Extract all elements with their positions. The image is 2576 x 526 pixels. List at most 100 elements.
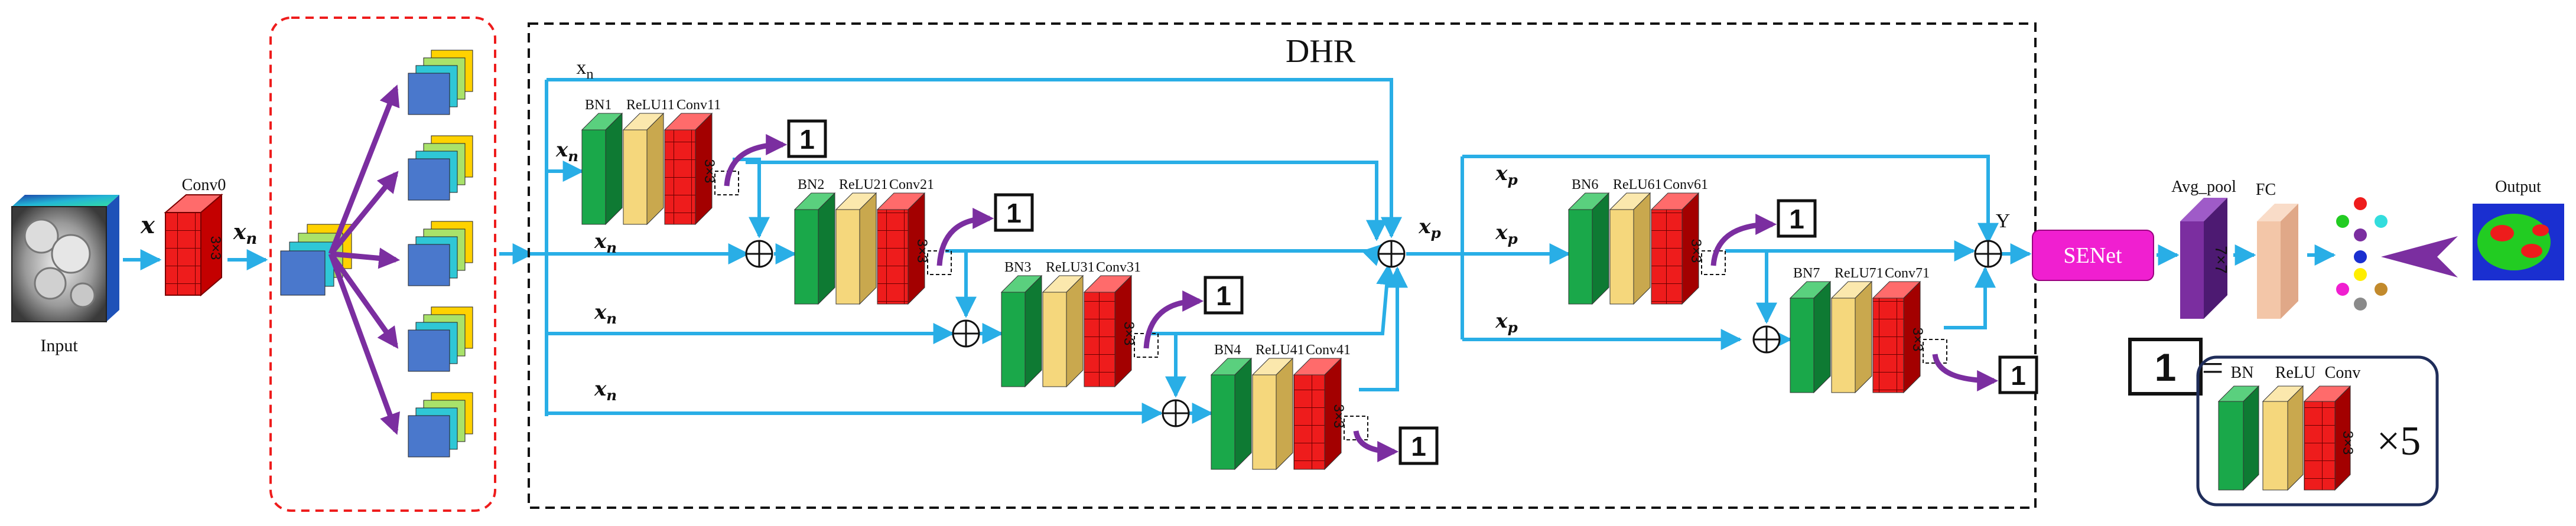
- sum-node: [1974, 240, 2002, 268]
- xn-label-1: xn: [555, 138, 578, 165]
- bn-layer: [581, 112, 623, 226]
- senet-label: SENet: [2063, 243, 2122, 268]
- legend-times-label: ×5: [2377, 419, 2421, 464]
- sum-node: [1162, 399, 1190, 427]
- conv0-label: Conv0: [182, 176, 226, 194]
- purple-arrow: [1932, 354, 1999, 391]
- unit-box-label: 1: [1216, 280, 1231, 311]
- conv-label: Conv31: [1096, 260, 1141, 275]
- purple-arrow: [1143, 290, 1204, 349]
- conv-layer: 3×3: [663, 112, 717, 226]
- conv-layer: 3×3: [1083, 275, 1137, 388]
- legend-frame: [2196, 355, 2439, 507]
- kernel-label: 3×3: [1910, 328, 1926, 352]
- kernel-label: 3×3: [701, 159, 717, 184]
- purple-arrow: [1353, 430, 1399, 462]
- feature-stacks: [328, 50, 473, 458]
- relu-label: ReLU61: [1613, 177, 1662, 192]
- avgpool-block: 7×7: [2180, 198, 2230, 319]
- tap-box: [1701, 250, 1726, 275]
- relu-label: ReLU41: [1256, 342, 1305, 358]
- senet-box: [2032, 230, 2154, 281]
- relu-layer: [1042, 275, 1084, 388]
- conv-label: Conv21: [889, 177, 934, 192]
- relu-label: ReLU11: [626, 97, 675, 113]
- fc-block: [2257, 204, 2298, 319]
- sum-node: [745, 240, 773, 268]
- relu-label: ReLU71: [1835, 266, 1884, 281]
- bn-layer: [1000, 275, 1043, 388]
- legend-equals: =: [2201, 347, 2223, 390]
- fc-label: FC: [2256, 181, 2276, 199]
- legend-bn-label: BN: [2231, 364, 2254, 382]
- relu-layer: [622, 112, 665, 226]
- bn-label: BN3: [1004, 260, 1031, 275]
- tap-box: [714, 171, 739, 195]
- feature-stack: [408, 392, 473, 458]
- feature-stack: [408, 135, 473, 201]
- kernel-label: 3×3: [1331, 404, 1346, 429]
- xp-label-2: xp: [1495, 221, 1517, 247]
- xn-label-top: xn: [576, 57, 593, 82]
- avgpool-kernel-label: 7×7: [2212, 246, 2230, 274]
- legend-key-label: 1: [2155, 345, 2177, 389]
- legend-bn-layer: [2217, 385, 2260, 491]
- output-map: [2473, 204, 2564, 280]
- legend-kernel-label: 3×3: [2340, 431, 2356, 455]
- unit-box-label: 1: [1789, 204, 1804, 234]
- split-arrow: [328, 253, 400, 435]
- legend: 1 = BN ReLU Conv ×5: [2128, 338, 2439, 507]
- feature-stack: [408, 50, 473, 115]
- bn-label: BN7: [1793, 266, 1820, 281]
- kernel-label: 3×3: [1688, 239, 1704, 263]
- bn-layer: [793, 192, 836, 305]
- xn-label-3: xn: [594, 300, 617, 327]
- dhr-title: DHR: [1286, 33, 1356, 70]
- xp-label-sum: xp: [1418, 215, 1440, 241]
- relu-layer: [1251, 357, 1294, 471]
- y-label: Y: [1996, 210, 2011, 232]
- arrow-classes-to-output: [2381, 236, 2458, 277]
- split-arrow: [328, 84, 400, 255]
- feature-group-box: [269, 17, 496, 512]
- class-dots: [2336, 197, 2388, 311]
- relu-label: ReLU21: [839, 177, 888, 192]
- unit-box-label: 1: [799, 124, 815, 155]
- purple-arrow: [724, 134, 788, 187]
- purple-arrow: [936, 208, 994, 266]
- legend-conv-layer: 3×3: [2303, 385, 2356, 491]
- conv0-block: 3×3: [164, 193, 223, 297]
- input-label: Input: [40, 336, 78, 355]
- conv-layer: 3×3: [1872, 280, 1926, 394]
- split-arrow: [328, 171, 399, 256]
- relu-layer: [1609, 192, 1651, 305]
- conv-layer: 3×3: [1650, 192, 1704, 305]
- output-label: Output: [2495, 178, 2541, 196]
- bn-layer: [1567, 192, 1610, 305]
- unit-box: 1: [1777, 199, 1817, 238]
- relu-layer: [835, 192, 877, 305]
- bn-label: BN6: [1572, 177, 1598, 192]
- unit-box: 1: [1398, 426, 1439, 465]
- purple-arrow: [1710, 214, 1777, 266]
- unit-box: 1: [994, 193, 1034, 232]
- conv0-kernel-label: 3×3: [207, 236, 223, 260]
- bn-label: BN2: [798, 177, 824, 192]
- legend-relu-label: ReLU: [2275, 364, 2315, 382]
- relu-layer: [1830, 280, 1873, 394]
- dhr-paths: [532, 78, 2032, 424]
- unit-box-label: 1: [2011, 360, 2026, 391]
- bn-layer: [1210, 357, 1253, 471]
- sum-node: [1752, 325, 1781, 354]
- bn-layer: [1789, 280, 1832, 394]
- x-symbol-input: x: [140, 211, 155, 239]
- conv-layer: 3×3: [876, 192, 930, 305]
- unit-box-label: 1: [1006, 198, 1022, 228]
- feature-stack: [408, 221, 473, 286]
